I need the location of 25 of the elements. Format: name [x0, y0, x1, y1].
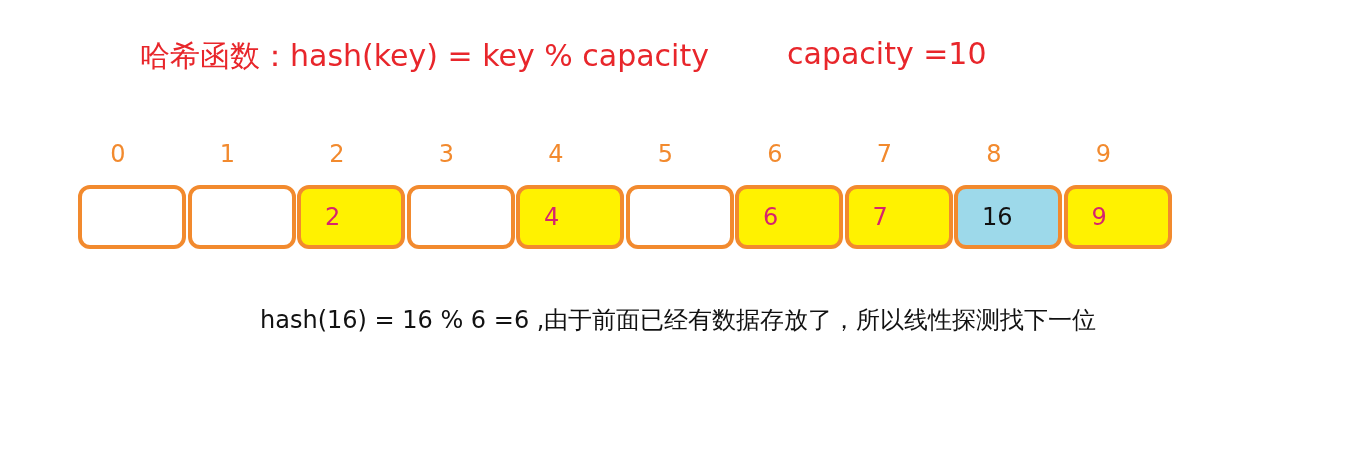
- note-text: hash(16) = 16 % 6 =6 ,由于前面已经有数据存放了，所以线性探测找下一位: [260, 305, 1097, 336]
- slot-value: 7: [872, 203, 888, 231]
- array-slot: [1063, 185, 1172, 249]
- slot-value: 4: [544, 203, 560, 231]
- slot-value: 2: [325, 203, 341, 231]
- capacity-label: capacity =10: [787, 36, 987, 71]
- index-number: 5: [656, 140, 675, 168]
- array-slot: [735, 185, 843, 249]
- slot-value: 9: [1091, 203, 1107, 231]
- array-slot: [844, 185, 953, 249]
- index-number: 7: [875, 140, 894, 168]
- index-number: 6: [766, 140, 784, 168]
- array-slot: [516, 185, 624, 249]
- slot-value: 16: [982, 203, 1013, 231]
- array-slot: [954, 185, 1062, 249]
- array-slot: [297, 185, 405, 249]
- index-number: 0: [109, 140, 127, 168]
- index-number: 3: [437, 140, 456, 168]
- title: 哈希函数：hash(key) = key % capacity: [140, 37, 709, 75]
- index-number: 8: [985, 140, 1003, 168]
- slot-value: 6: [763, 203, 779, 231]
- index-number: 4: [547, 140, 565, 168]
- index-number: 1: [218, 140, 237, 168]
- index-number: 9: [1094, 140, 1113, 168]
- index-number: 2: [328, 140, 346, 168]
